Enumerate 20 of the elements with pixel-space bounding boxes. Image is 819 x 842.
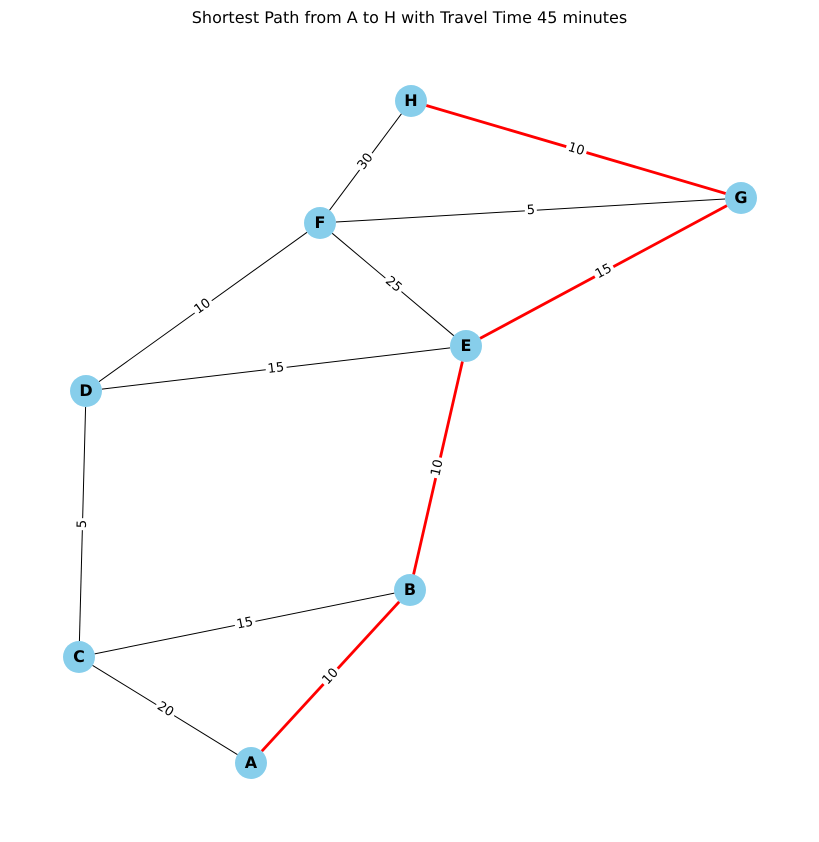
graph-node: E bbox=[450, 330, 482, 362]
edge-line bbox=[94, 592, 395, 654]
graph-node: F bbox=[304, 207, 336, 239]
graph-node: G bbox=[725, 182, 757, 214]
edge-line bbox=[335, 198, 726, 223]
edge-line bbox=[92, 664, 238, 756]
edge-line bbox=[332, 232, 454, 336]
edge-line bbox=[101, 347, 451, 390]
graph-node: H bbox=[395, 85, 427, 117]
highlighted-edge bbox=[260, 600, 400, 752]
highlighted-edge bbox=[426, 104, 726, 195]
chart-title: Shortest Path from A to H with Travel Time 45 minutes bbox=[192, 8, 628, 28]
highlighted-edge bbox=[479, 204, 728, 340]
graph-node: C bbox=[63, 641, 95, 673]
graph-node: D bbox=[70, 375, 102, 407]
highlighted-edge bbox=[412, 361, 464, 575]
edge-line bbox=[78, 406, 86, 642]
edge-line bbox=[98, 232, 308, 382]
graph-node: A bbox=[235, 747, 267, 779]
graph-node: B bbox=[394, 574, 426, 606]
